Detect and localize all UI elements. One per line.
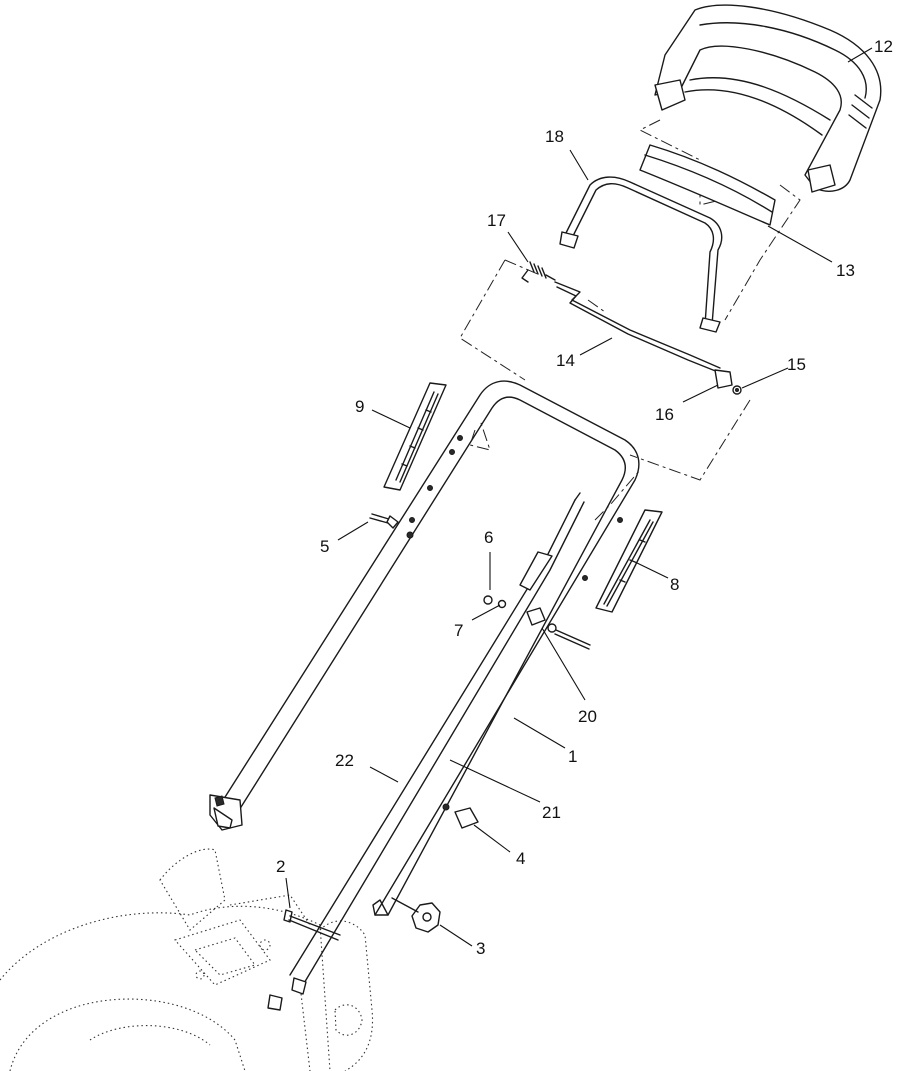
callout-17: 17 <box>487 211 506 230</box>
callout-5: 5 <box>320 537 329 556</box>
spring-17 <box>521 261 556 283</box>
upper-bail-handle <box>654 4 882 193</box>
assembly-lines <box>459 119 801 521</box>
callout-12: 12 <box>874 37 893 56</box>
mower-deck <box>0 848 374 1071</box>
callout-labels: 12 13 18 17 14 15 16 9 5 6 7 8 20 1 21 2… <box>276 37 893 958</box>
callout-15: 15 <box>787 355 806 374</box>
control-cables <box>267 492 585 1011</box>
right-side-trim <box>595 509 663 613</box>
spacer-4 <box>442 803 479 829</box>
callout-1: 1 <box>568 747 577 766</box>
callout-3: 3 <box>476 939 485 958</box>
callout-20: 20 <box>578 707 597 726</box>
callout-2: 2 <box>276 857 285 876</box>
callout-18: 18 <box>545 127 564 146</box>
callout-21: 21 <box>542 803 561 822</box>
handle-cover <box>639 144 776 226</box>
callout-22: 22 <box>335 751 354 770</box>
leader-lines <box>285 47 873 947</box>
callout-16: 16 <box>655 405 674 424</box>
fastener-group <box>483 595 591 650</box>
callout-6: 6 <box>484 528 493 547</box>
pin-5 <box>369 513 414 539</box>
knob-3 <box>391 897 441 933</box>
bushing-washer <box>714 369 742 395</box>
callout-13: 13 <box>836 261 855 280</box>
callout-9: 9 <box>355 397 364 416</box>
bolt-2 <box>283 909 341 941</box>
main-handle <box>209 380 640 916</box>
left-side-trim <box>383 382 447 491</box>
callout-7: 7 <box>454 621 463 640</box>
control-rod <box>554 281 721 373</box>
callout-4: 4 <box>516 849 525 868</box>
control-bail <box>559 176 723 333</box>
callout-14: 14 <box>556 351 575 370</box>
callout-8: 8 <box>670 575 679 594</box>
